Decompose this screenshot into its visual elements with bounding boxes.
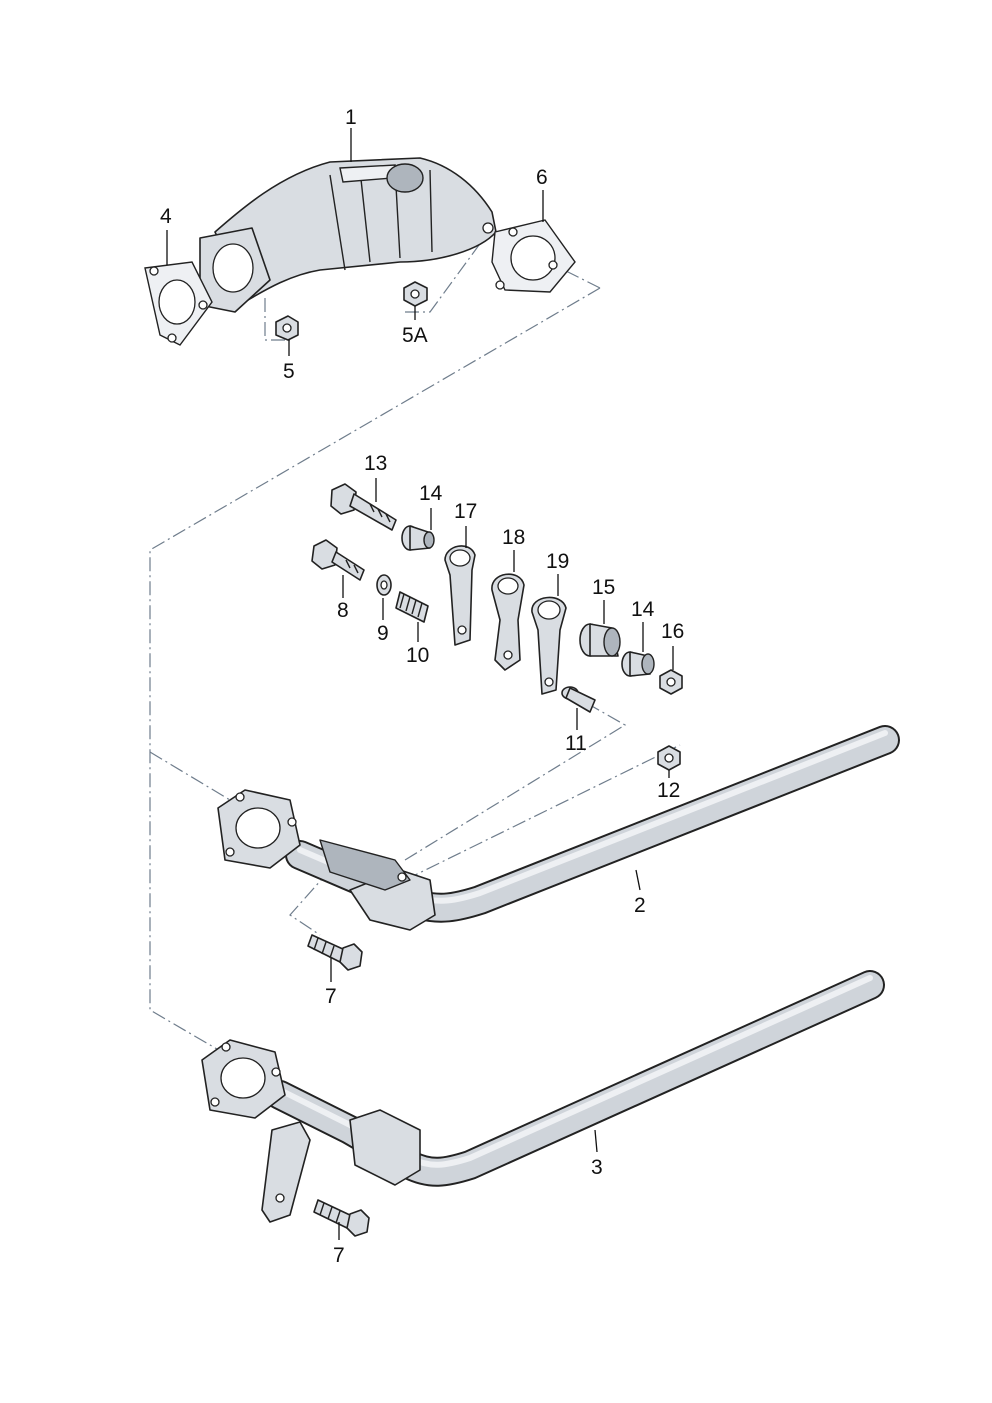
bracket-part-18: 18 xyxy=(491,526,525,671)
callout-7-upper: 7 xyxy=(325,985,337,1008)
bolt-part-7-lower: 7 xyxy=(313,1199,370,1267)
callout-4: 4 xyxy=(160,205,172,228)
gasket-part-4: 4 xyxy=(144,205,213,346)
front-pipe-part-3: 3 xyxy=(201,970,885,1223)
callout-9: 9 xyxy=(377,622,389,645)
sleeve-part-14-upper: 14 xyxy=(401,482,443,551)
callout-7-lower: 7 xyxy=(333,1244,345,1267)
bolt-part-7-upper: 7 xyxy=(307,934,363,1008)
spring-part-10: 10 xyxy=(395,591,429,667)
bracket-part-17: 17 xyxy=(444,500,477,646)
callout-19: 19 xyxy=(546,550,569,573)
nut-part-5: 5 xyxy=(275,315,299,383)
bolt-part-11: 11 xyxy=(561,686,596,755)
catalytic-converter: 1 xyxy=(199,106,497,313)
callout-12: 12 xyxy=(657,779,680,802)
callout-14-lower: 14 xyxy=(631,598,655,621)
nut-part-5a: 5A xyxy=(402,281,428,347)
callout-11: 11 xyxy=(565,732,587,755)
callout-2: 2 xyxy=(634,894,646,917)
callout-8: 8 xyxy=(337,599,349,622)
bolt-part-13: 13 xyxy=(330,452,397,531)
callout-13: 13 xyxy=(364,452,387,475)
bracket-part-19: 19 xyxy=(531,550,569,695)
callout-14-upper: 14 xyxy=(419,482,443,505)
nut-part-12: 12 xyxy=(657,745,681,802)
front-pipe-part-2: 2 xyxy=(217,725,900,931)
callout-5a: 5A xyxy=(402,324,428,347)
callout-17: 17 xyxy=(454,500,477,523)
callout-6: 6 xyxy=(536,166,548,189)
assembly-lines xyxy=(149,229,681,1053)
callout-15: 15 xyxy=(592,576,615,599)
callout-5: 5 xyxy=(283,360,295,383)
gasket-part-6: 6 xyxy=(491,166,576,293)
callout-10: 10 xyxy=(406,644,429,667)
sleeve-part-14-lower: 14 xyxy=(621,598,655,677)
mount-part-15: 15 xyxy=(579,576,621,657)
washer-part-9: 9 xyxy=(376,574,392,645)
callout-16: 16 xyxy=(661,620,684,643)
callout-1: 1 xyxy=(345,106,357,129)
callout-18: 18 xyxy=(502,526,525,549)
callout-3: 3 xyxy=(591,1156,603,1179)
bolt-part-8: 8 xyxy=(311,539,365,622)
nut-part-16: 16 xyxy=(659,620,684,695)
